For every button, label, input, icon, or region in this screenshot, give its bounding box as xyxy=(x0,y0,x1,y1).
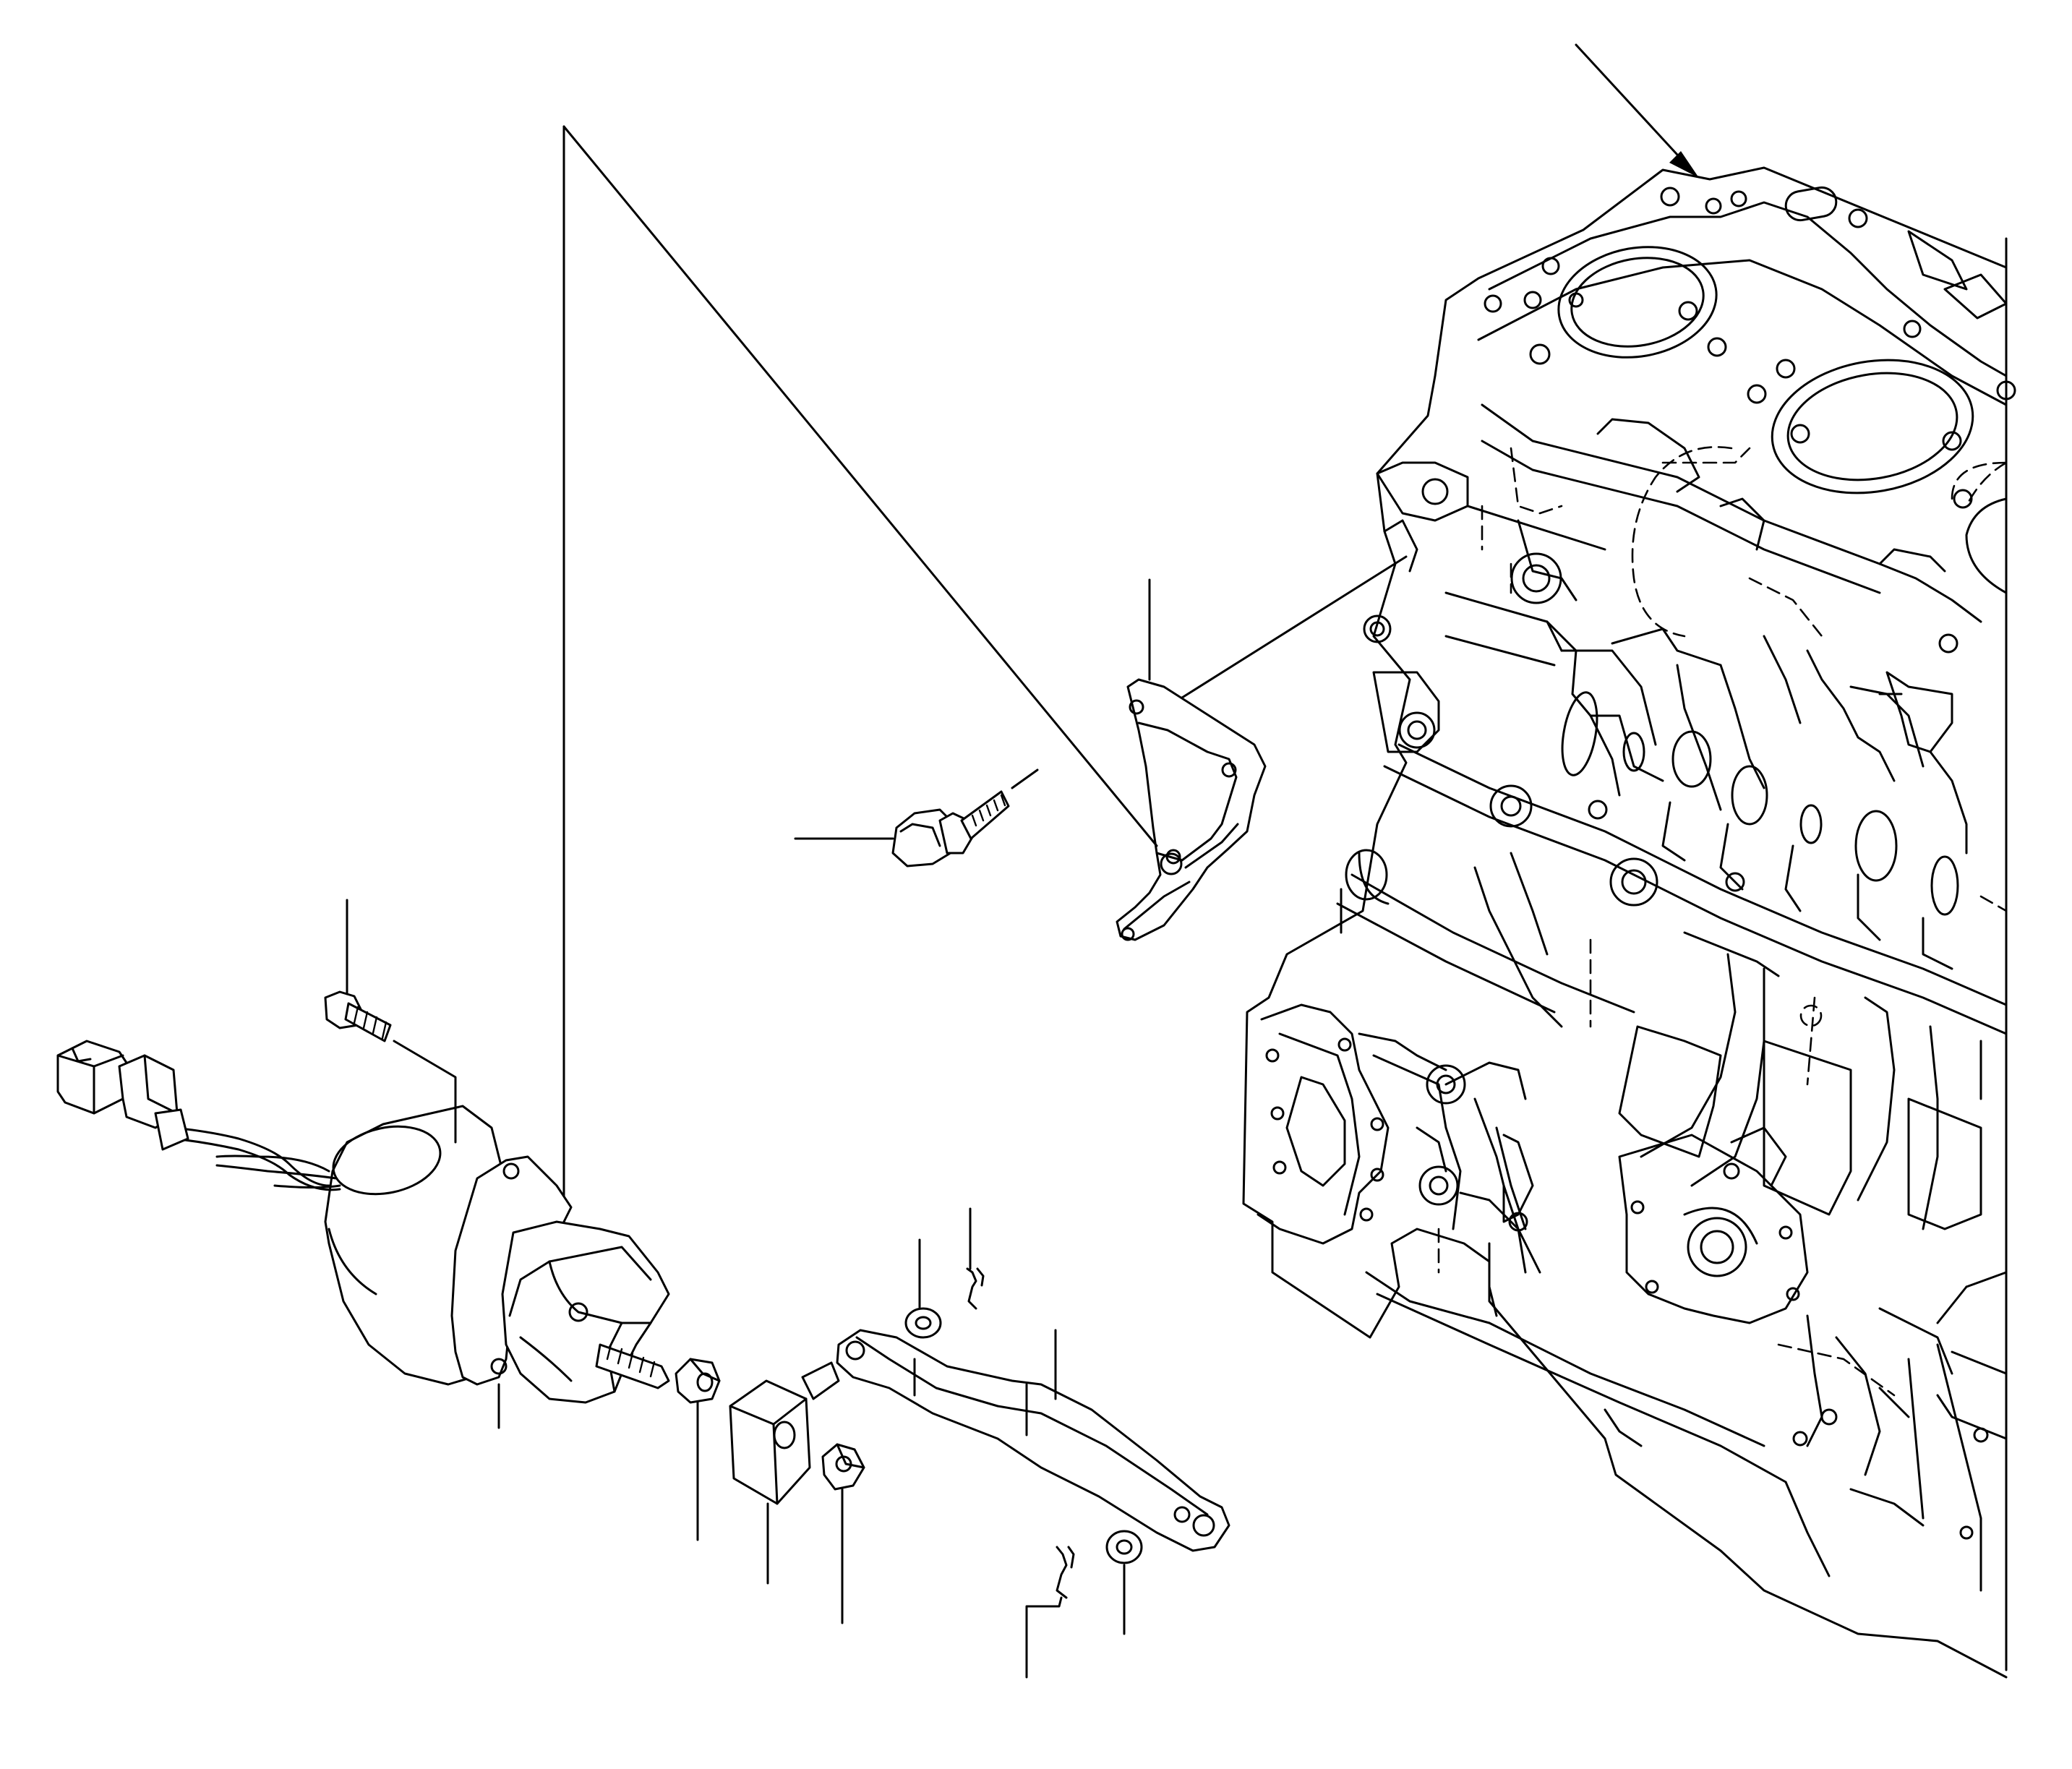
solenoid-bolt-assembly-line xyxy=(393,1040,457,1144)
hex-nut xyxy=(675,1358,721,1404)
block-leader-arrow xyxy=(1575,43,1699,178)
bracket-bolt xyxy=(891,790,1010,868)
solenoid-to-bracket-line xyxy=(562,125,1158,847)
washer-lower xyxy=(1105,1530,1143,1564)
connector-block xyxy=(729,1361,840,1505)
solenoid-bolt xyxy=(324,990,392,1042)
cotter-pin-lower xyxy=(1056,1546,1075,1599)
bracket-to-block-line xyxy=(1181,555,1408,699)
solenoid-shaft xyxy=(595,1343,670,1389)
cylinder-block xyxy=(1242,166,2016,1679)
solenoid xyxy=(56,1040,670,1404)
cotter-pin-upper xyxy=(966,1267,985,1310)
lock-nut xyxy=(821,1443,865,1491)
link-lever xyxy=(836,1329,1230,1552)
washer-upper xyxy=(904,1307,942,1339)
mounting-bracket xyxy=(1116,678,1267,941)
bracket-bolt-assembly-line xyxy=(1011,768,1039,789)
cotter-pin-lower-leader xyxy=(1025,1596,1063,1679)
